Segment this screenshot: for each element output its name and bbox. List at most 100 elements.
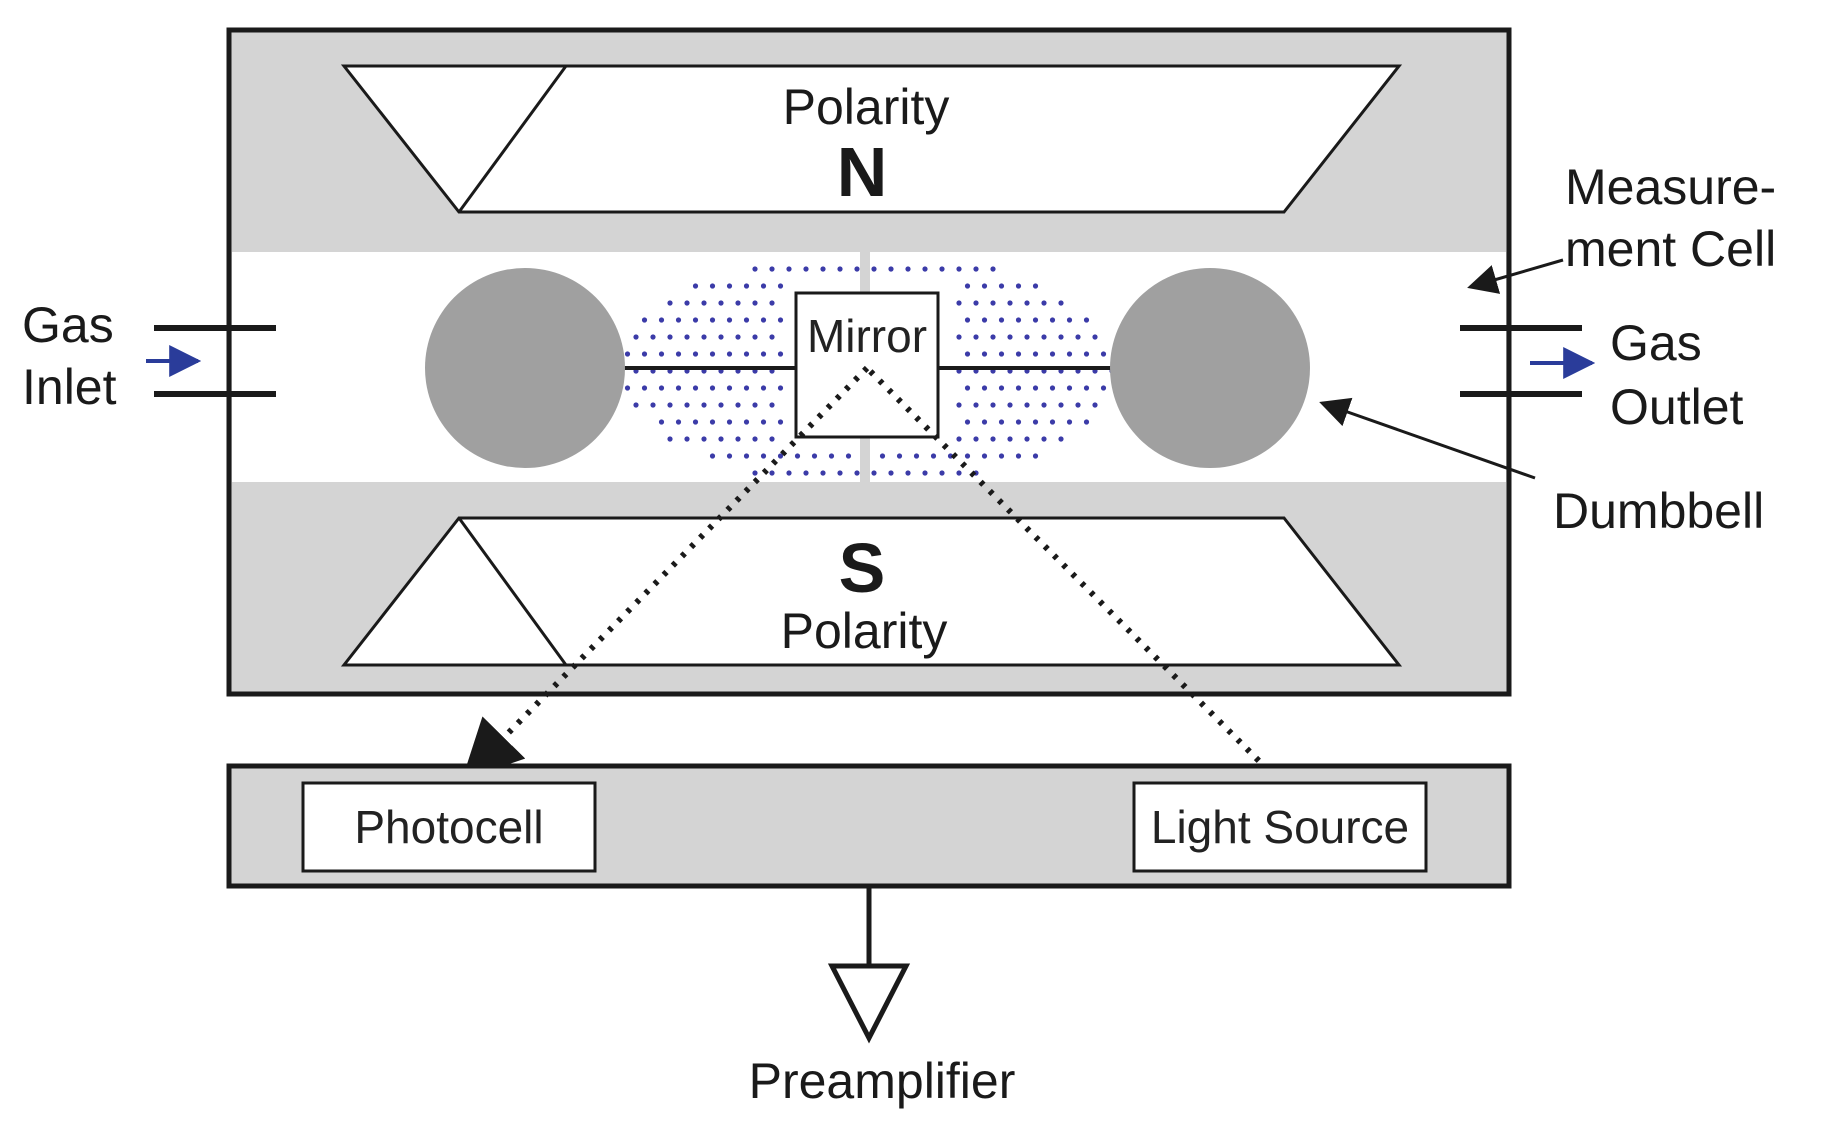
field-dot (888, 470, 894, 476)
field-dot (794, 453, 801, 459)
field-dot (1024, 300, 1030, 306)
field-dot (998, 317, 1005, 323)
field-dot (1058, 334, 1064, 340)
field-dot (981, 385, 988, 391)
field-dot (990, 402, 996, 408)
field-dot (743, 453, 750, 459)
field-dot (769, 266, 775, 272)
field-dot (837, 266, 843, 272)
field-dot (879, 453, 886, 459)
field-dot (1015, 317, 1022, 323)
field-dot (1007, 402, 1013, 408)
north-pole-divider (457, 65, 568, 213)
field-dot (760, 283, 767, 289)
field-dot (854, 266, 860, 272)
field-dot (888, 266, 894, 272)
field-dot (1058, 402, 1064, 408)
field-dot (1058, 300, 1064, 306)
field-dot (964, 317, 971, 323)
field-dot (777, 385, 784, 391)
south-pole-label: S (839, 529, 886, 607)
field-dot (786, 266, 792, 272)
field-dot (760, 317, 767, 323)
field-dot (777, 419, 784, 425)
field-dot (1032, 385, 1039, 391)
field-dot (701, 334, 707, 340)
field-dot (684, 334, 690, 340)
field-dot (871, 470, 877, 476)
field-dot (1015, 351, 1022, 357)
field-dot (735, 436, 741, 442)
field-dot (854, 470, 860, 476)
field-dot (1083, 351, 1090, 357)
field-dot (641, 317, 648, 323)
field-dot (735, 334, 741, 340)
field-dot (922, 470, 928, 476)
field-dot (930, 453, 937, 459)
field-dot (692, 419, 699, 425)
field-dot (1015, 419, 1022, 425)
field-dot (658, 419, 665, 425)
field-dot (658, 351, 665, 357)
field-dot (726, 283, 733, 289)
field-dot (820, 470, 826, 476)
field-dot (973, 300, 979, 306)
field-dot (752, 300, 758, 306)
field-dot (871, 266, 877, 272)
field-dot (777, 283, 784, 289)
field-dot (964, 419, 971, 425)
field-dot (998, 351, 1005, 357)
field-dot (743, 385, 750, 391)
field-dot (658, 317, 665, 323)
field-dot (760, 351, 767, 357)
field-dot (1075, 334, 1081, 340)
field-dot (769, 334, 775, 340)
field-dot (1032, 283, 1039, 289)
field-dot (692, 317, 699, 323)
field-dot (964, 385, 971, 391)
field-dot (811, 453, 818, 459)
field-dot (939, 266, 945, 272)
field-dot (718, 334, 724, 340)
measurement-cell-pointer (1467, 258, 1564, 294)
field-dot (922, 266, 928, 272)
gas-inlet-label-line2: Inlet (22, 359, 117, 415)
field-dot (1041, 300, 1047, 306)
field-dot (709, 419, 716, 425)
field-dot (726, 453, 733, 459)
field-dot (956, 334, 962, 340)
field-dot (752, 334, 758, 340)
field-dot (692, 283, 699, 289)
field-dot (760, 453, 767, 459)
field-dot (1024, 402, 1030, 408)
field-dot (905, 266, 911, 272)
field-dot (956, 436, 962, 442)
magnetic-field-dots (624, 266, 1115, 476)
field-dot (990, 300, 996, 306)
field-dot (667, 334, 673, 340)
field-dot (709, 351, 716, 357)
field-dot (624, 351, 631, 357)
field-dot (990, 334, 996, 340)
field-dot (1007, 436, 1013, 442)
field-dot (981, 453, 988, 459)
field-dot (692, 385, 699, 391)
measurement-cell-label-line1: Measure- (1565, 159, 1776, 215)
field-dot (998, 385, 1005, 391)
field-dot (675, 419, 682, 425)
field-dot (1066, 419, 1073, 425)
gas-outlet-label-line1: Gas (1610, 315, 1702, 371)
photocell-box (301, 781, 597, 873)
field-dot (803, 266, 809, 272)
field-dot (1049, 419, 1056, 425)
field-dot (956, 266, 962, 272)
field-dot (675, 317, 682, 323)
field-dot (701, 402, 707, 408)
field-dot (1066, 317, 1073, 323)
field-dot (1041, 334, 1047, 340)
field-dot (820, 266, 826, 272)
field-dot (735, 402, 741, 408)
field-dot (760, 385, 767, 391)
field-dot (990, 266, 996, 272)
